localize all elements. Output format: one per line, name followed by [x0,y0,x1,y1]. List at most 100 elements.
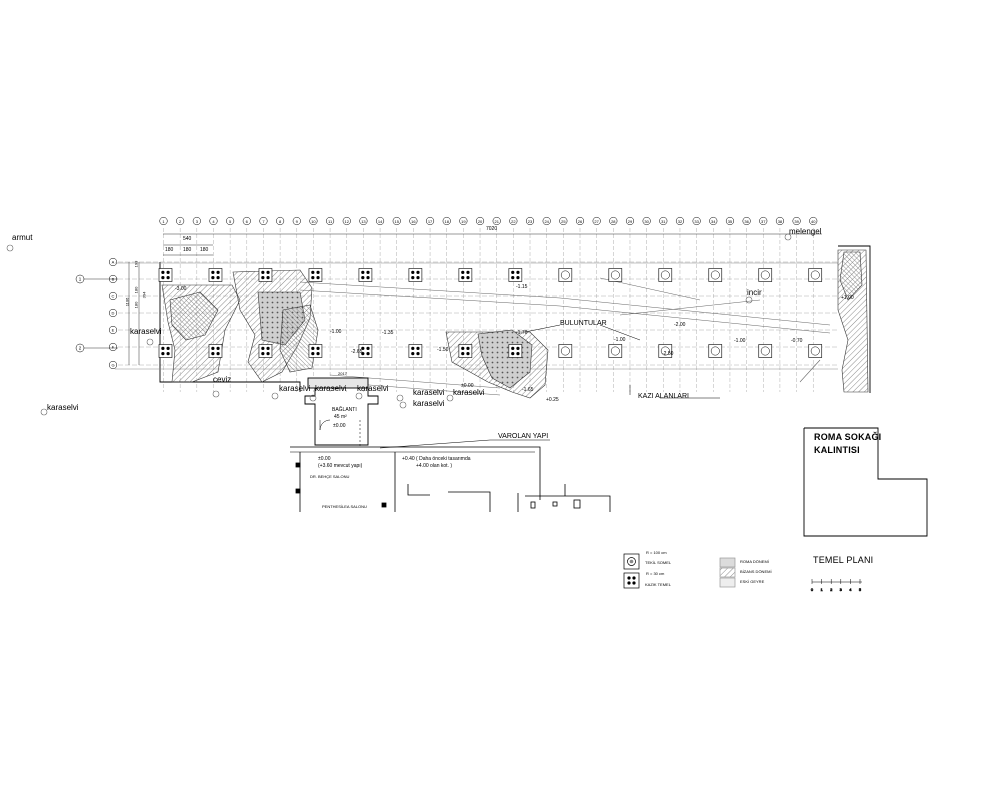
tree-karaselvi-8: karaselvi [47,403,79,412]
col-label-12: 12 [345,219,350,224]
spread-foundation-B31 [658,268,673,282]
spread-foundation-B40 [808,268,823,282]
col-label-6: 6 [246,219,249,224]
col-label-39: 39 [794,219,799,224]
tree-karaselvi-1: karaselvi [130,327,162,336]
col-label-35: 35 [728,219,733,224]
col-label-16: 16 [411,219,416,224]
col-bubble-12 [342,216,351,226]
roma-sokagi-title-line2: KALINTISI [814,445,860,455]
spread-foundation-F28 [608,344,623,358]
col-bubble-17 [426,216,435,226]
dim-540: 540 [183,236,192,242]
level-p025: +0.25 [546,397,559,403]
level-pm000: ±0.00 [461,383,474,389]
level-m135: -1.35 [382,330,394,336]
row-label-F: F [112,345,115,350]
annex-label: BAĞLANTI [332,407,357,413]
pile-foundation-F16 [408,344,423,358]
pile-foundation-F19 [458,344,473,358]
col-bubble-16 [409,216,418,226]
roma-sokagi-title-line1: ROMA SOKAĞI [814,432,882,442]
dim-left-394: 394 [141,291,147,299]
legend-r30: R = 30 cm [646,571,665,576]
dim-180-b: 180 [183,247,192,253]
col-bubble-34 [709,216,718,226]
row-bubble-D [108,308,118,318]
pile-foundation-F4 [208,344,223,358]
col-bubble-22 [509,216,518,226]
col-bubble-27 [592,216,601,226]
col-label-10: 10 [311,219,316,224]
col-label-24: 24 [544,219,549,224]
level-m100b: -1.00 [614,337,626,343]
axis-label-1: 1 [79,277,82,282]
tree-karaselvi-2: karaselvi [279,384,311,393]
col-label-37: 37 [761,219,766,224]
spread-foundation-F31 [658,344,673,358]
col-label-3: 3 [196,219,199,224]
col-bubble-15 [392,216,401,226]
row-bubble-G [108,360,118,370]
col-bubble-36 [742,216,751,226]
pile-foundation-F7 [258,344,273,358]
col-label-14: 14 [378,219,383,224]
pile-foundation-F13 [358,344,373,358]
row-label-G: G [111,363,114,368]
spread-foundation-F25 [558,344,573,358]
col-label-23: 23 [528,219,533,224]
col-label-31: 31 [661,219,666,224]
col-bubble-31 [659,216,668,226]
dim-2017: 2017 [338,371,347,376]
leader-lines [379,324,720,449]
existing-building [290,420,611,512]
col-bubble-28 [609,216,618,226]
scale-label-4: 4 [849,587,852,592]
col-bubble-30 [642,216,651,226]
col-bubble-10 [309,216,318,226]
area-kazi-alanlari: KAZI ALANLARI [638,393,689,400]
col-bubble-21 [492,216,501,226]
col-bubble-35 [725,216,734,226]
axis-label-2: 2 [79,346,82,351]
row-bubble-F [108,342,118,352]
col-label-2: 2 [179,219,182,224]
scale-label-3: 3 [840,587,843,592]
col-bubble-38 [775,216,784,226]
col-bubble-23 [525,216,535,226]
col-bubble-2 [176,216,185,226]
col-bubble-1 [159,216,168,226]
col-label-22: 22 [511,219,516,224]
dim-left-193: 193 [133,260,139,268]
row-label-E: E [112,328,115,333]
col-label-19: 19 [461,219,466,224]
col-bubble-11 [326,216,335,226]
legend-tekil: TEKİL SOMEL [645,560,672,565]
pile-foundation-B7 [258,268,273,282]
legend-kazik: KAZIK TEMEL [645,582,671,587]
col-bubble-3 [192,216,201,226]
col-bubble-19 [459,216,468,226]
annex-level: ±0.00 [333,423,346,429]
spread-foundation-B34 [708,268,723,282]
foundations-layer [158,268,823,358]
design-note-b: +4.00 olan kot. ) [416,463,452,469]
dim-180-c: 180 [200,247,209,253]
level-m165: -1.65 [522,387,534,393]
col-label-40: 40 [811,219,816,224]
legend-symbols [623,553,736,589]
area-varolan-yapi: VAROLAN YAPI [498,433,549,440]
legend-bizans: BİZANS DÖNEMİ [740,569,772,574]
col-bubble-40 [809,216,818,226]
col-bubble-7 [259,216,268,226]
scale-label-5: 5 [859,587,862,592]
col-bubble-25 [559,216,568,226]
col-label-27: 27 [594,219,599,224]
row-bubble-E [108,325,118,335]
plan-title: TEMEL PLANI [813,555,874,565]
level-m200: -2.00 [674,322,686,328]
tree-incir: incir [747,288,762,297]
col-label-20: 20 [478,219,483,224]
scale-label-1: 1 [820,587,823,592]
